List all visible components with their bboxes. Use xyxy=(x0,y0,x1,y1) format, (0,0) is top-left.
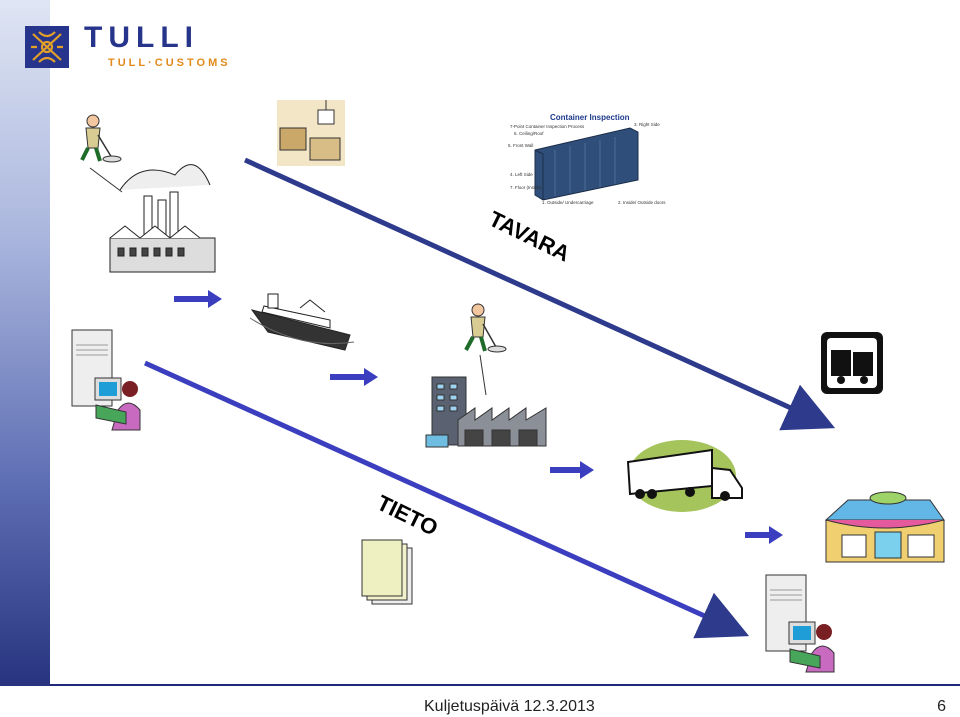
inspection-step: 2. Inside/ Outside doors xyxy=(618,200,666,205)
computer-user-icon xyxy=(765,574,835,673)
inspection-step: 7. Floor (Inside) xyxy=(510,185,542,190)
crates-crane-icon xyxy=(277,100,345,166)
small-arrow xyxy=(330,368,378,386)
logo-title: TULLI xyxy=(84,21,199,54)
small-arrow xyxy=(550,461,594,479)
warehouse-icon xyxy=(425,376,547,448)
tulli-emblem-icon xyxy=(25,26,69,68)
truck-icon xyxy=(626,440,743,512)
info-flow-line xyxy=(143,360,750,639)
inspection-step: 3. Right Side xyxy=(634,122,660,127)
goods-flow-line xyxy=(243,157,836,431)
worker-icon xyxy=(80,114,122,163)
inspection-step: 4. Left Side xyxy=(510,172,533,177)
small-arrow xyxy=(174,290,222,308)
ship-icon xyxy=(249,293,355,351)
inspection-step: 5. Front Wall xyxy=(508,143,534,148)
inspection-step: 7-Point Container Inspection Process xyxy=(510,124,585,129)
footer-rule xyxy=(50,684,960,686)
documents-icon xyxy=(361,539,413,605)
container-icon xyxy=(534,127,639,201)
cargo-truck-sign-icon xyxy=(821,332,883,394)
page-number: 6 xyxy=(937,698,946,715)
sidebar-gradient xyxy=(0,0,50,686)
factory-icon xyxy=(109,164,216,273)
inspection-title: Container Inspection xyxy=(550,113,630,122)
small-arrow xyxy=(745,526,783,544)
shop-icon xyxy=(824,491,945,563)
computer-user-icon xyxy=(71,329,141,431)
inspection-step: 1. Outside/ Undercarriage xyxy=(542,200,594,205)
logo-subtitle: TULL·CUSTOMS xyxy=(108,57,231,69)
worker-icon xyxy=(464,303,507,353)
inspection-step: 6. Ceiling/Roof xyxy=(514,131,544,136)
footer-text: Kuljetuspäivä 12.3.2013 xyxy=(424,698,595,715)
